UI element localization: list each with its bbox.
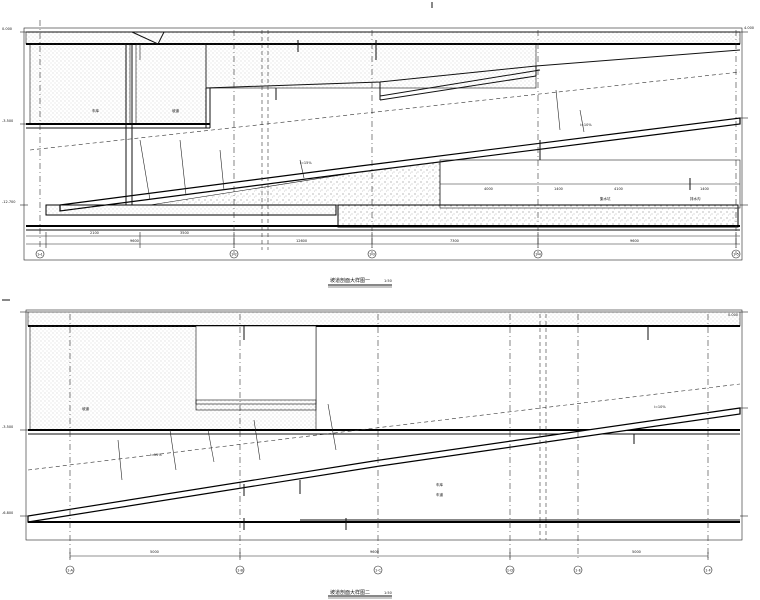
lower-label-slope2: i=10%	[654, 405, 666, 409]
upper-slab-ticks	[275, 40, 691, 190]
upper-grid-2: 1-3	[369, 253, 375, 257]
lower-grid-1: 1-B	[237, 569, 243, 573]
upper-dim-1: 3500	[180, 231, 189, 235]
lower-title: 坡道剖面大样图二	[330, 589, 370, 596]
upper-grid-lines	[39, 20, 737, 255]
upper-dim-6: 4000	[484, 187, 493, 191]
upper-grid-0: 1-1	[37, 253, 43, 257]
upper-label-room-c: 集水坑	[600, 196, 611, 201]
upper-dimension-row	[26, 232, 740, 248]
lower-frame	[25, 309, 743, 541]
lower-grid-lines	[69, 314, 709, 560]
upper-dim-0: 2100	[90, 231, 99, 235]
lower-inner-room	[195, 325, 317, 405]
upper-section: 4.000 0.000 -3.500 -12.700 i=15% i=10% 车…	[2, 20, 754, 288]
lower-inner-room-2	[195, 399, 317, 411]
lower-scale: 1:50	[384, 591, 392, 595]
upper-title: 坡道剖面大样图一	[330, 277, 370, 284]
lower-slab-ticks	[243, 326, 649, 530]
upper-label-left-mid: -3.500	[2, 119, 13, 123]
lower-dim-1: 9600	[370, 550, 379, 554]
upper-floor-slab	[45, 204, 337, 216]
upper-grid-4: 1-5	[733, 253, 739, 257]
upper-label-left-bot: -12.700	[2, 200, 16, 204]
upper-dim-9: 1400	[700, 187, 709, 191]
lower-grid-0: 1-A	[67, 569, 73, 573]
upper-dim-7: 1400	[554, 187, 563, 191]
upper-dim-8: 4100	[614, 187, 623, 191]
lower-grid-4: 1-E	[575, 569, 581, 573]
upper-dim-3: 12600	[296, 239, 307, 243]
lower-label-slope1: i=15%	[150, 453, 162, 457]
upper-dim-4: 7300	[450, 239, 459, 243]
lower-label-room-a: 坡道	[82, 406, 89, 411]
lower-dim-2: 5000	[632, 550, 641, 554]
upper-label-slope2: i=10%	[580, 123, 592, 127]
lower-dim-0: 5000	[150, 550, 159, 554]
upper-label-room-b: 坡道	[172, 108, 179, 113]
lower-dimension-row	[69, 552, 709, 560]
upper-soil-block-3	[205, 43, 537, 89]
lower-label-right-top: 0.000	[728, 313, 738, 317]
upper-label-left-top: 0.000	[2, 27, 12, 31]
upper-scale: 1:50	[384, 279, 392, 283]
upper-columns	[125, 44, 537, 205]
lower-label-left-bot: -6.800	[2, 511, 13, 515]
lower-grid-2: 1-C	[375, 569, 381, 573]
upper-leaders	[139, 89, 585, 201]
upper-dim-5: 9600	[630, 239, 639, 243]
upper-label-right-top: 4.000	[744, 26, 754, 30]
lower-leaders	[117, 403, 337, 481]
lower-grid-bubbles	[65, 565, 713, 575]
upper-grid-3: 1-4	[535, 253, 541, 257]
lower-side-marks	[20, 311, 748, 517]
lower-label-room-b: 车库	[436, 482, 444, 487]
upper-soil-block	[29, 43, 131, 125]
lower-section: 0.000 -3.500 -6.800 i=15% i=10% 坡道 车库 车道…	[2, 309, 748, 599]
upper-soil-block-2	[135, 43, 207, 125]
upper-label-room-d: 排水沟	[690, 196, 701, 201]
upper-label-slope1: i=15%	[300, 161, 312, 165]
upper-grid-bubbles	[35, 249, 741, 259]
upper-label-room-a: 车库	[92, 108, 99, 113]
lower-grid-3: 1-D	[507, 569, 513, 573]
lower-label-room-c: 车道	[436, 492, 444, 497]
lower-grid-5: 1-F	[705, 569, 711, 573]
upper-frame	[23, 27, 743, 261]
upper-ramp-fill	[149, 161, 441, 206]
lower-roof-slab	[27, 311, 741, 327]
upper-dim-2: 9600	[130, 239, 139, 243]
lower-label-left-mid: -3.500	[2, 425, 13, 429]
upper-side-marks	[20, 31, 748, 206]
upper-grid-1: 1-2	[231, 253, 237, 257]
upper-roof-slab	[25, 31, 741, 45]
